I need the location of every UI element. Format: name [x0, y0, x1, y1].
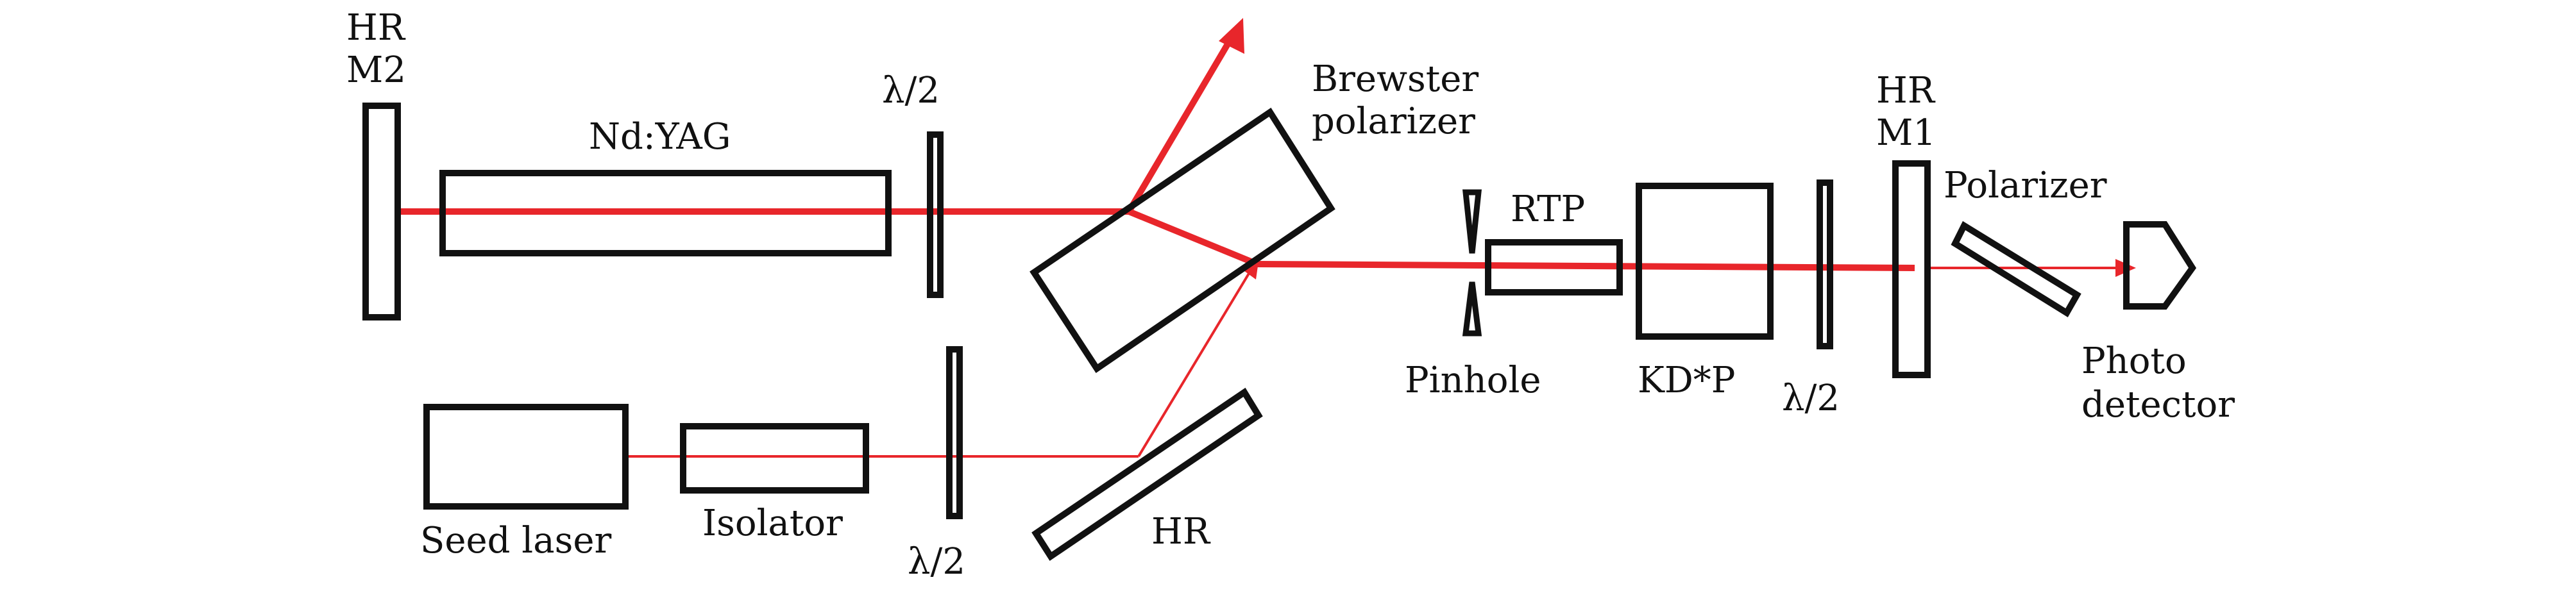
brewster-polarizer: [1030, 107, 1335, 374]
label-photo-line2: detector: [2081, 384, 2235, 426]
label-hr-bottom: HR: [1151, 511, 1211, 553]
cavity-beam-right: [1257, 261, 1915, 271]
polarizer-internal-beam: [1128, 208, 1258, 267]
hr-m2-mirror: [362, 103, 401, 320]
label-isolator: Isolator: [702, 503, 843, 544]
label-rtp: RTP: [1511, 188, 1585, 230]
rejected-output-beam: [1126, 27, 1240, 213]
rtp-crystal: [1485, 239, 1623, 296]
components: [362, 103, 2197, 562]
label-hr-m2-line1: HR: [346, 7, 406, 49]
label-photo-line1: Photo: [2081, 340, 2187, 382]
rejected-output-arrowhead: [1219, 18, 1244, 54]
seed-injection-arrowhead: [1242, 262, 1258, 279]
output-polarizer: [1951, 221, 2081, 317]
label-hr-m1-line2: M1: [1876, 112, 1936, 154]
isolator: [680, 423, 869, 494]
beam-paths: [398, 18, 2136, 458]
hr-m1-mirror: [1892, 160, 1931, 378]
label-brewster-line2: polarizer: [1312, 101, 1475, 142]
nd-yag-rod: [439, 170, 892, 256]
label-hr-m2-line2: M2: [346, 49, 406, 91]
label-pinhole: Pinhole: [1405, 360, 1541, 401]
label-polarizer: Polarizer: [1944, 165, 2107, 206]
half-wave-plate-right: [1817, 179, 1833, 349]
pinhole-upper: [1462, 189, 1482, 254]
half-wave-plate-top: [927, 131, 944, 298]
label-kdp: KD*P: [1638, 360, 1735, 401]
seed-injection-beam: [1137, 271, 1251, 458]
seed-laser: [423, 404, 629, 510]
label-hr-m1-line1: HR: [1876, 70, 1936, 112]
kdp-pockels-cell: [1636, 183, 1774, 340]
label-nd-yag: Nd:YAG: [589, 116, 731, 158]
label-brewster-line1: Brewster: [1312, 58, 1479, 100]
photodetector: [2123, 221, 2197, 310]
half-wave-plate-bottom: [946, 346, 963, 519]
pinhole-lower: [1462, 281, 1482, 337]
label-half-wave-bottom: λ/2: [908, 541, 965, 583]
hr-seed-mirror: [1031, 387, 1263, 562]
label-half-wave-top: λ/2: [882, 70, 940, 112]
label-seed-laser: Seed laser: [420, 520, 611, 562]
labels: HR M2 Nd:YAG λ/2 Brewster polarizer RTP …: [346, 7, 2235, 583]
label-half-wave-right: λ/2: [1782, 378, 1840, 419]
